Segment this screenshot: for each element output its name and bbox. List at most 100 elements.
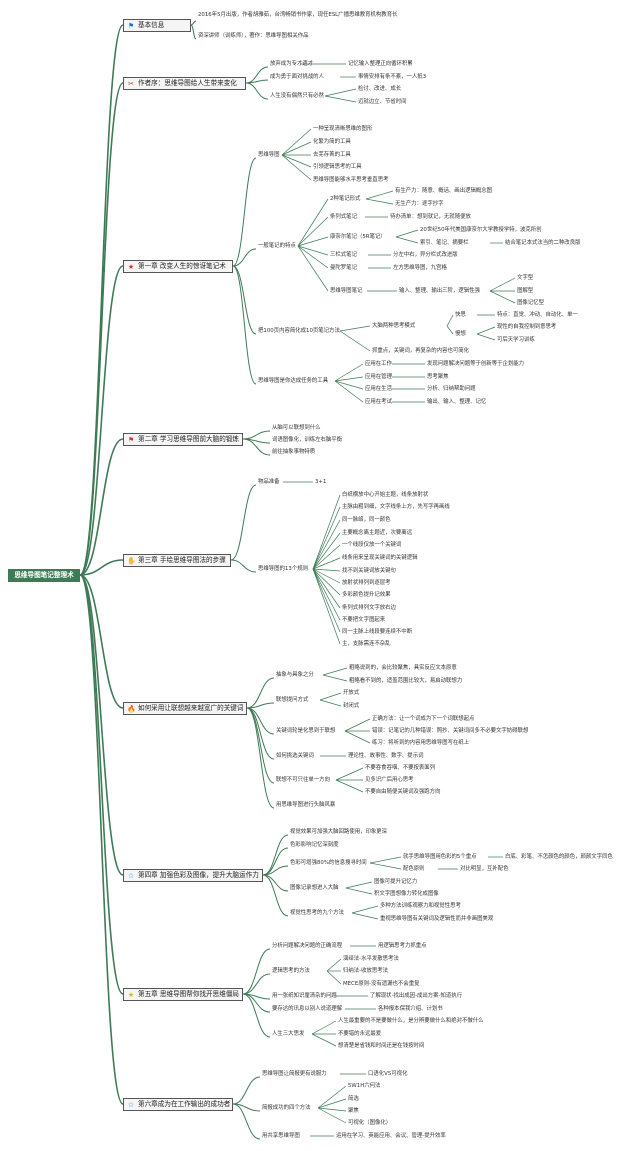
connector-line: [322, 667, 348, 676]
connector-line: [312, 568, 341, 645]
node: 见多识广后用心思考: [365, 777, 414, 783]
node: 资深讲师（训练师），著作：思维导图相关作品: [198, 33, 309, 39]
connector-line: [334, 376, 364, 382]
node: 积文字图想像力转化成图像: [374, 891, 439, 897]
connector-line: [446, 314, 454, 327]
branch-chapter-4-label: 第四章 加强色彩及图像，提升大脑运作力: [138, 871, 259, 879]
node: 可后天学习训练: [497, 337, 535, 343]
connector-line: [339, 330, 371, 352]
node: 记忆输入整理正向循环积累: [348, 61, 413, 67]
branch-basic-info-label: 基本信息: [138, 21, 165, 29]
node: 有生产力：随意、概话、画出逻辑概念图: [395, 188, 493, 194]
connector-line: [335, 779, 364, 793]
node: 白纸横放中心开始主题，线条放射状: [342, 492, 429, 498]
connector-line: [365, 198, 394, 205]
node: 图解型: [517, 288, 534, 294]
node: 应用在生活: [365, 386, 392, 392]
root-topic[interactable]: 思维导图笔记整理术: [8, 569, 80, 582]
node: 找不到关键词放关键句: [342, 568, 396, 574]
node: 应用在工作: [365, 361, 392, 367]
connector-line: [334, 380, 364, 403]
node: 各种报本保我介绍、计划书: [378, 1006, 443, 1012]
node: 用一张纸知识厘清杂的问题: [272, 993, 337, 999]
branch-basic-info[interactable]: ⚑ 基本信息: [123, 19, 191, 32]
connector-line: [281, 154, 312, 181]
node: 5W1H六何法: [348, 1083, 381, 1089]
connector-line: [262, 874, 289, 917]
branch-chapter-3[interactable]: ✋ 第三章 手绘思维导图法的步骤: [123, 554, 231, 567]
node: 不要错的永远最爱: [338, 1031, 382, 1037]
connector-line: [297, 198, 329, 247]
connector-line: [311, 1020, 337, 1035]
node: 思维导图能够水平思考垂直思考: [313, 177, 389, 183]
node: 粗略说到的，会比较聚焦，具实反应文本原意: [349, 665, 457, 671]
connector-line: [395, 229, 419, 238]
connector-line: [79, 574, 124, 876]
node: 输出、输入、整理、记忆: [427, 399, 487, 405]
branch-chapter-4[interactable]: ☆ 第四章 加强色彩及图像，提升大脑运作力: [123, 869, 263, 882]
node: 色彩影响记忆深刻度: [290, 842, 339, 848]
node: 事情安排有条不紊，一人抵3: [358, 74, 427, 80]
node: 慢想: [455, 331, 466, 337]
node: 聚焦: [348, 1108, 359, 1114]
node: 文字型: [517, 275, 534, 281]
node: 开放式: [343, 690, 360, 696]
node: 不要吞食吞咽、不要按表面列: [365, 765, 436, 771]
node: 把100页内容简化成10页笔记方法: [258, 328, 340, 334]
node: 错误：记笔记的几种错误：照抄、关键词间多不必要文字妨碍联想: [372, 728, 529, 734]
connector-line: [476, 333, 496, 341]
node: 一个线段仅放一个关键词: [342, 542, 402, 548]
node: 粗略看不到的，适盖范围比较大，易启动联想力: [349, 678, 463, 684]
connector-line: [369, 862, 402, 870]
connector-line: [281, 141, 312, 156]
branch-chapter-6[interactable]: ☆ 第六章成为在工作输出的成功者: [123, 1098, 233, 1111]
connector-line: [230, 559, 257, 573]
connector-line: [319, 699, 342, 707]
connector-line: [324, 95, 357, 103]
branch-chapter-2[interactable]: ⚑ 第二章 学习思维导图前大脑的锻炼: [123, 433, 243, 446]
node: 对比明显，互补配色: [460, 866, 509, 872]
node: 可视化（图像化）: [348, 1120, 392, 1126]
connector-line: [297, 245, 329, 269]
node: 理论性、故事性、数字、提示词: [348, 753, 424, 759]
node: 归纳法-收放思考法: [343, 968, 389, 974]
node: 封闭式: [343, 703, 360, 709]
branch-keywords[interactable]: 🔥 如何采用让联想越来越宽广的关键词: [123, 702, 247, 715]
connector-line: [245, 79, 269, 84]
branch-chapter-5[interactable]: ★ 第五章 思维导图帮你找开思维僵局: [123, 988, 243, 1001]
node: 去芜存菁的工具: [313, 152, 351, 158]
node: 了解现状-找出成因-成出方案-知道执行: [370, 993, 463, 999]
connector-line: [232, 1103, 261, 1140]
node: 图像记忆型: [517, 300, 544, 306]
node: 白底、彩笔、不怎颜色的颜色，颜颜文字同色: [505, 854, 613, 860]
connector-line: [334, 380, 364, 390]
branch-chapter-2-label: 第二章 学习思维导图前大脑的锻炼: [138, 435, 240, 443]
node: 用思维导图进行头脑风暴: [276, 802, 336, 808]
node: 发现问题解决问题等于创新等于企划能力: [427, 361, 525, 367]
node: 现性的自我控制到意思考: [497, 324, 557, 330]
connector-line: [322, 674, 348, 682]
node: 前往抽象事物特质: [272, 449, 316, 455]
node: 重视思维导图有关键词及逻辑性而并非画图美观: [380, 916, 494, 922]
connector-line: [190, 20, 197, 26]
branch-preface[interactable]: ✂ 作者序：思维导图给人生带来变化: [123, 77, 246, 90]
blue-star-icon: ☆: [127, 871, 135, 880]
node: 迈就边立、节省时间: [358, 99, 407, 105]
connector-line: [232, 1076, 261, 1105]
node: 条列式笔记: [330, 214, 357, 220]
connector-line: [317, 1098, 347, 1109]
hand-icon: ✋: [127, 556, 136, 565]
branch-chapter-1[interactable]: ★ 第一章 改变人生的惊讶笔记术: [123, 260, 233, 273]
node: 思维导图的13个规则: [258, 566, 308, 572]
connector-line: [232, 248, 257, 267]
node: 口语化VS可视化: [368, 1071, 408, 1077]
node: 想清楚是省钱和时间还是在钱按时间: [338, 1043, 425, 1049]
node: 2种笔记形式: [330, 196, 361, 202]
connector-line: [365, 190, 394, 200]
connector-line: [297, 236, 329, 247]
connector-line: [190, 24, 197, 40]
connector-line: [317, 1107, 347, 1124]
node: 联想不可只往单一方向: [276, 777, 330, 783]
connector-line: [246, 707, 275, 784]
connector-line: [79, 574, 124, 709]
